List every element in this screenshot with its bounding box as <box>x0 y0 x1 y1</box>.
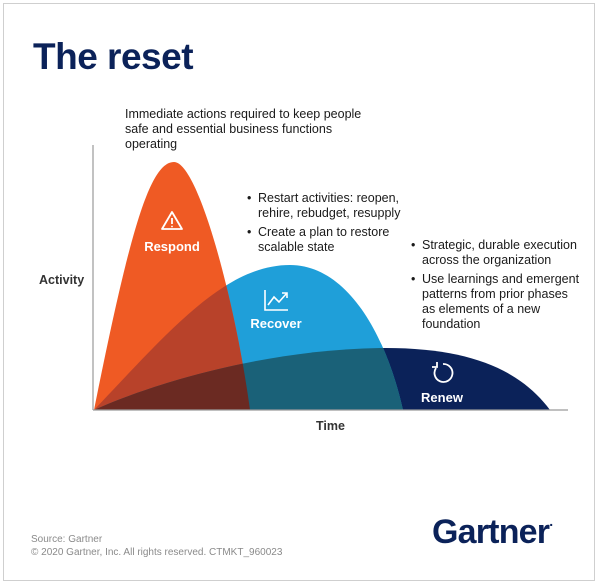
respond-note: Immediate actions required to keep peopl… <box>125 107 362 151</box>
x-axis-label: Time <box>316 419 345 433</box>
recover-notes: Restart activities: reopen, rehire, rebu… <box>246 191 421 259</box>
copyright-text: © 2020 Gartner, Inc. All rights reserved… <box>31 547 283 558</box>
recover-note-2: Create a plan to restore scalable state <box>246 225 421 255</box>
recover-label: Recover <box>250 316 301 331</box>
frame-border <box>3 3 595 581</box>
trend-up-chart-icon <box>264 290 288 311</box>
source-footer: Source: Gartner © 2020 Gartner, Inc. All… <box>31 533 282 559</box>
source-text: Source: Gartner <box>31 534 103 545</box>
brand-name: Gartner <box>432 513 550 551</box>
renew-note-1: Strategic, durable execution across the … <box>410 238 580 268</box>
y-axis-label: Activity <box>39 273 85 287</box>
brand-dot: . <box>549 513 553 529</box>
renew-label: Renew <box>421 390 464 405</box>
renew-notes: Strategic, durable execution across the … <box>410 238 580 336</box>
respond-label: Respond <box>144 239 200 254</box>
recover-note-1: Restart activities: reopen, rehire, rebu… <box>246 191 421 221</box>
respond-renew-overlap <box>94 347 250 410</box>
warning-triangle-icon <box>161 211 183 230</box>
refresh-circle-icon <box>432 362 454 383</box>
renew-note-2: Use learnings and emergent patterns from… <box>410 272 580 332</box>
gartner-logo: Gartner. <box>432 513 553 552</box>
page-title: The reset <box>33 36 194 77</box>
